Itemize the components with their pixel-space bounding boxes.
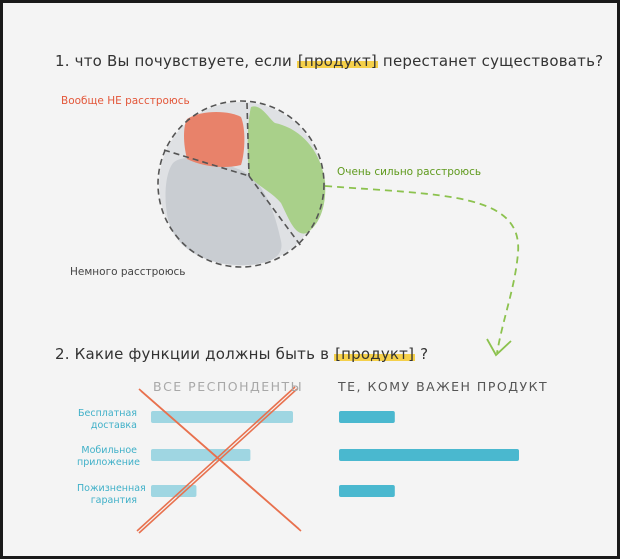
bar-product-fans	[339, 485, 395, 497]
label-somewhat-upset: Немного расстроюсь	[70, 266, 186, 278]
question-1-product-highlight: [продукт]	[296, 52, 378, 70]
pie-divider-3	[248, 175, 302, 247]
pie-divider-1	[163, 149, 250, 177]
question-1-prefix: 1. что Вы почувствуете, если	[55, 52, 297, 70]
question-2-title: 2. Какие функции должны быть в [продукт]…	[55, 345, 428, 363]
bar-product-fans	[339, 449, 519, 461]
label-not-upset: Вообще НЕ расстроюсь	[61, 95, 190, 107]
pie-and-arrow-svg	[136, 100, 519, 534]
feature-label-line1: Бесплатная	[78, 408, 137, 419]
arrow-head	[486, 338, 512, 357]
cross-out-stroke	[140, 390, 302, 532]
diagram-canvas: 1. что Вы почувствуете, если [продукт] п…	[3, 3, 617, 556]
bar-all-respondents	[151, 449, 251, 461]
column-header-all-respondents: ВСЕ РЕСПОНДЕНТЫ	[153, 379, 304, 394]
question-2-product-highlight: [продукт]	[334, 345, 416, 363]
feature-label-line1: Мобильное	[81, 445, 137, 456]
label-very-upset: Очень сильно расстроюсь	[337, 166, 482, 178]
feature-bars-layer	[151, 411, 519, 497]
cross-out-stroke	[136, 386, 296, 532]
feature-label-line1: Пожизненная	[77, 483, 146, 494]
cross-out-stroke	[138, 388, 298, 534]
feature-label-line2: доставка	[90, 420, 137, 431]
pie-slice-very-upset	[247, 106, 326, 234]
bar-all-respondents	[151, 411, 293, 423]
pie-divider-2	[246, 102, 250, 177]
column-header-product-fans: ТЕ, КОМУ ВАЖЕН ПРОДУКТ	[338, 379, 549, 394]
question-2-suffix: ?	[415, 345, 429, 363]
question-2-prefix: 2. Какие функции должны быть в	[55, 345, 335, 363]
question-1-suffix: перестанет существовать?	[377, 52, 604, 70]
pie-outline	[157, 100, 325, 268]
feature-label-line2: гарантия	[90, 495, 137, 506]
feature-label-line2: приложение	[77, 457, 140, 468]
pie-slice-not-upset	[184, 112, 245, 167]
cross-out-layer	[136, 386, 302, 534]
arrow-path	[324, 185, 519, 354]
bar-product-fans	[339, 411, 395, 423]
question-1-title: 1. что Вы почувствуете, если [продукт] п…	[55, 52, 603, 70]
pie-slice-somewhat-upset	[165, 157, 282, 265]
